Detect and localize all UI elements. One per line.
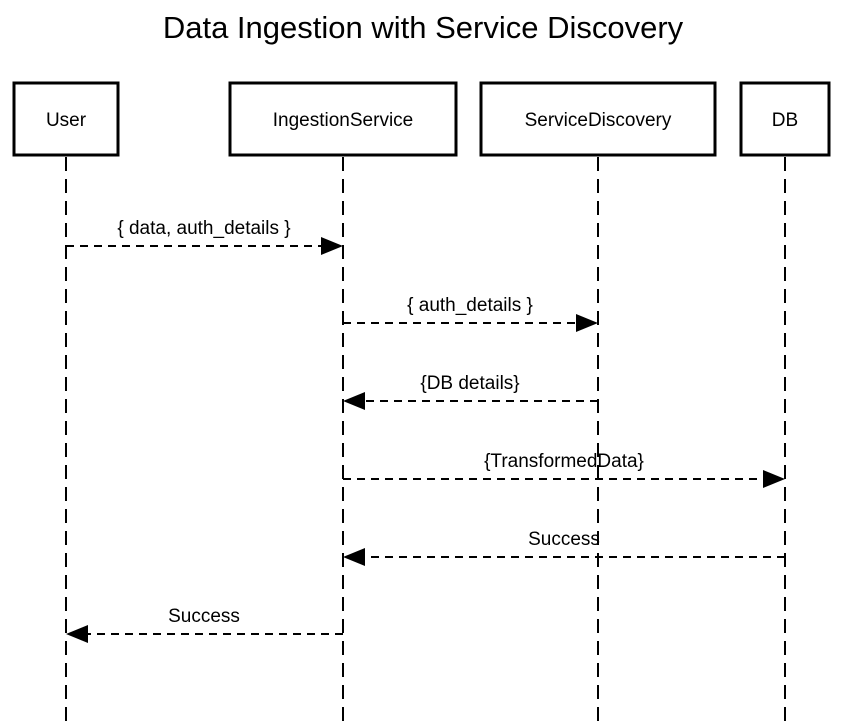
- message-success-db: Success: [343, 529, 785, 566]
- message-auth-details: { auth_details }: [343, 295, 598, 332]
- message-transformed-data: {TransformedData}: [343, 451, 785, 488]
- actor-label-ingestion-service: IngestionService: [273, 110, 413, 131]
- actor-user: User: [12, 81, 120, 157]
- message-success-user: Success: [66, 606, 343, 643]
- message-label-auth-details: { auth_details }: [407, 295, 533, 316]
- message-label-success-user: Success: [168, 606, 240, 627]
- actor-db: DB: [739, 81, 831, 157]
- actor-service-discovery: ServiceDiscovery: [479, 81, 717, 157]
- message-label-success-db: Success: [528, 529, 600, 550]
- diagram-title: Data Ingestion with Service Discovery: [163, 10, 684, 45]
- message-label-transformed-data: {TransformedData}: [484, 451, 644, 472]
- actor-label-user: User: [46, 110, 87, 131]
- message-db-details: {DB details}: [343, 373, 598, 410]
- actor-label-service-discovery: ServiceDiscovery: [525, 110, 672, 131]
- message-label-db-details: {DB details}: [420, 373, 519, 394]
- actor-ingestion-service: IngestionService: [228, 81, 458, 157]
- message-label-data-auth: { data, auth_details }: [117, 218, 290, 239]
- actor-label-db: DB: [772, 110, 798, 131]
- message-data-auth: { data, auth_details }: [66, 218, 343, 255]
